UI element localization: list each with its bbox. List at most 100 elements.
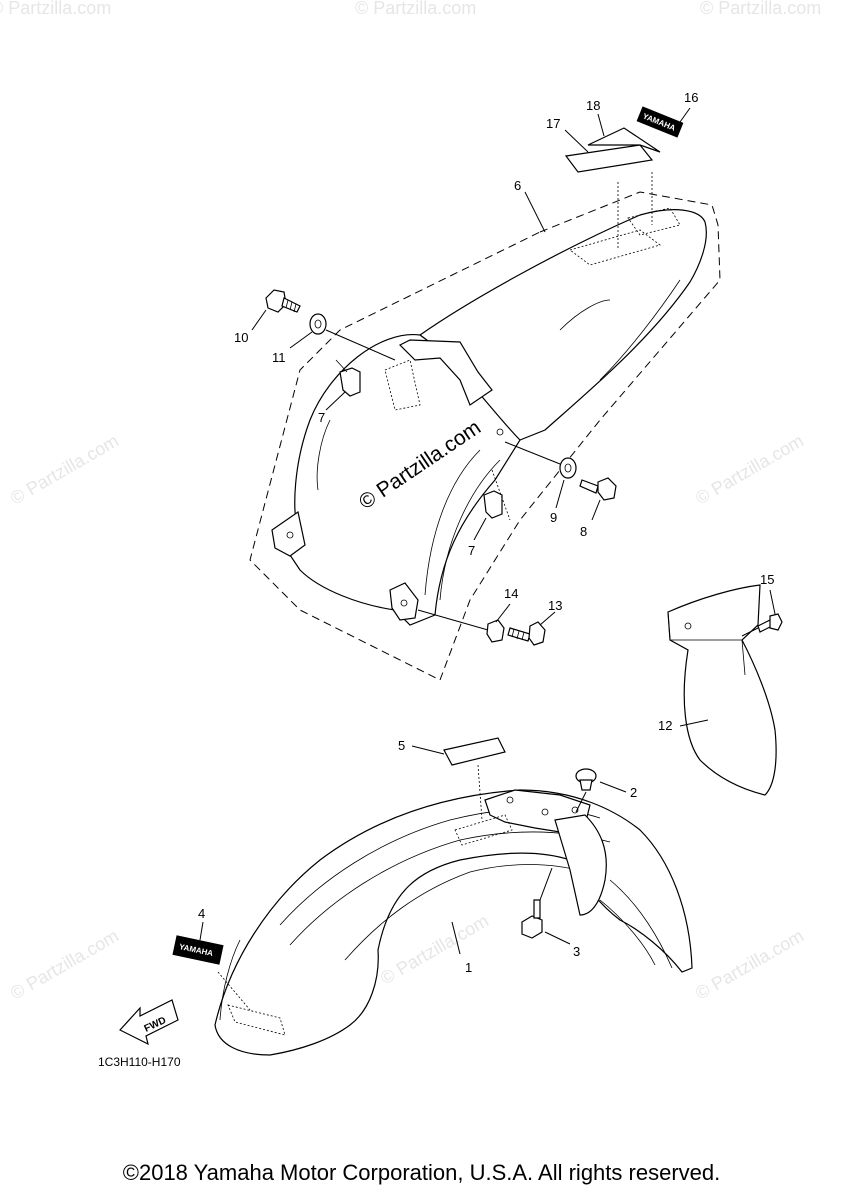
callout-6[interactable]: 6 [514,178,521,193]
leader-8 [591,499,601,521]
decal-17-shape [564,144,654,173]
leader-6 [524,191,546,233]
decal-4[interactable]: YAMAHA [172,935,224,965]
callout-10[interactable]: 10 [234,330,248,345]
callout-1[interactable]: 1 [465,960,472,975]
bolt-3-shank [533,899,541,919]
callout-16[interactable]: 16 [684,90,698,105]
rear-fender-assembly-boundary [249,191,721,681]
front-fender-lip [219,939,241,1021]
front-fender[interactable] [214,789,693,1056]
rear-fender[interactable] [271,207,707,626]
callout-5[interactable]: 5 [398,738,405,753]
leader-14 [495,603,511,623]
clip-7-upper-shape [339,367,361,397]
callout-8[interactable]: 8 [580,524,587,539]
leader-7b [473,517,487,541]
bolt-2-collar [579,779,593,791]
screw-15[interactable] [757,613,783,633]
leader-clip-lower [491,469,511,521]
decal-location-17-18 [569,229,661,266]
watermark-low-right: © Partzilla.com [692,925,807,1003]
mud-flap[interactable] [667,584,777,796]
bolt-2[interactable] [575,768,597,791]
leader-washer-11 [325,329,396,361]
callout-13[interactable]: 13 [548,598,562,613]
leader-screw-15 [741,627,759,637]
rear-fender-rib-1 [439,459,501,601]
rear-fender-mount-notch [398,339,493,406]
bolt-13[interactable] [507,621,546,646]
bolt-10[interactable] [265,289,301,313]
decal-4-background [172,935,224,965]
rear-fender-mount-tab-left [271,510,306,557]
decal-18[interactable] [587,127,661,153]
decal-location-4 [227,1004,286,1036]
callout-18[interactable]: 18 [586,98,600,113]
front-fender-mount-hole-3 [571,806,579,814]
washer-11-shape [309,313,327,335]
callout-4[interactable]: 4 [198,906,205,921]
bolt-10-thread [285,299,297,313]
collar-14[interactable] [486,619,505,643]
callout-2[interactable]: 2 [630,785,637,800]
leader-9 [555,479,565,509]
leader-5 [411,745,445,755]
washer-9[interactable] [559,457,577,479]
decal-location-5 [454,814,513,846]
leader-bolt-2 [575,791,587,813]
decal-18-shape [587,127,661,153]
front-fender-mount-hole-1 [506,796,514,804]
callout-numbers: 1 2 3 4 5 6 7 7 8 9 10 11 12 13 14 15 16… [198,90,774,975]
rear-fender-mount-hole-mid [496,428,504,436]
decal-5[interactable] [443,737,506,766]
leader-1 [451,921,461,955]
leader-15 [769,589,776,615]
watermark-top-center: © Partzilla.com [355,0,476,18]
callout-14[interactable]: 14 [504,586,518,601]
callout-9[interactable]: 9 [550,510,557,525]
callout-7-upper[interactable]: 7 [318,410,325,425]
decal-16[interactable]: YAMAHA [636,106,684,138]
front-fender-groove-3 [344,864,586,961]
callout-12[interactable]: 12 [658,718,672,733]
mud-flap-hole [684,622,692,630]
mud-flap-shape [667,584,777,796]
rear-fender-mount-tab-bottom [389,582,419,621]
callout-7-lower[interactable]: 7 [468,543,475,558]
clip-7-lower[interactable] [483,490,503,519]
watermark-top-right: © Partzilla.com [700,0,821,18]
bolt-13-shank [507,627,531,642]
copyright-notice: ©2018 Yamaha Motor Corporation, U.S.A. A… [122,1160,721,1185]
washer-9-hole [564,463,572,473]
leader-18 [597,113,605,137]
decal-16-background [636,106,684,138]
front-fender-outer-shell [214,789,693,1056]
callout-15[interactable]: 15 [760,572,774,587]
bolt-13-head [528,621,546,646]
clip-location [384,359,421,411]
bolt-3-head [521,915,543,939]
leader-3 [544,931,571,945]
rear-fender-rib-4 [599,279,681,381]
decal-17[interactable] [564,144,654,173]
bolt-8-head [597,477,617,501]
decal-5-shape [443,737,506,766]
watermark-low-left: © Partzilla.com [7,925,122,1003]
callout-11[interactable]: 11 [272,350,286,365]
leader-decal-5 [477,764,483,821]
clip-7-lower-shape [483,490,503,519]
collar-14-shape [486,619,505,643]
washer-11[interactable] [309,313,327,335]
leader-washer-9 [504,441,561,465]
leader-7a [325,391,346,411]
callout-3[interactable]: 3 [573,944,580,959]
rear-fender-rib-5 [316,419,331,491]
leader-bolt-3 [539,867,553,901]
clip-7-upper[interactable] [335,359,361,397]
mud-flap-fold [741,639,746,676]
bolt-3[interactable] [521,899,543,939]
bolt-8[interactable] [579,477,617,501]
screw-15-head [769,613,783,631]
callout-17[interactable]: 17 [546,116,560,131]
